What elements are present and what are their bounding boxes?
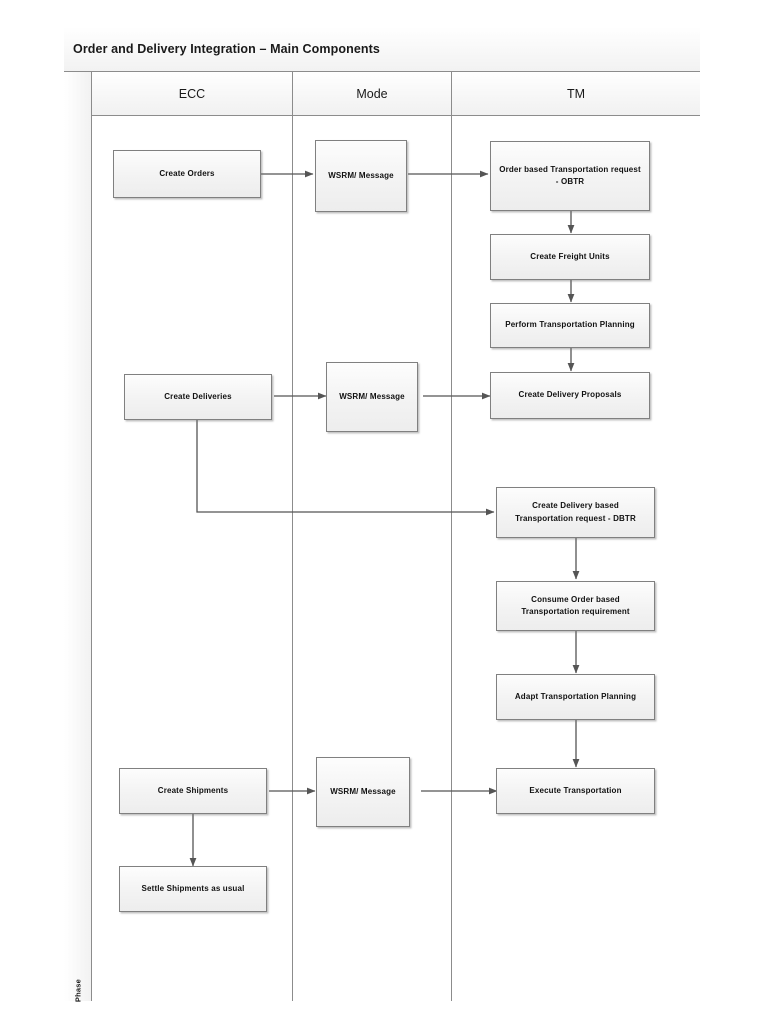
node-create-orders[interactable]: Create Orders — [113, 150, 261, 198]
node-create-orders-label: Create Orders — [159, 168, 215, 178]
phase-band: Phase — [64, 72, 92, 1002]
node-adapt-transportation-planning-label: Adapt Transportation Planning — [514, 691, 637, 701]
node-create-delivery-proposals-label: Create Delivery Proposals — [518, 390, 622, 400]
node-execute-transportation-label: Execute Transportation — [529, 785, 622, 795]
node-settle-shipments-label: Settle Shipments as usual — [141, 883, 245, 893]
node-create-shipments-label: Create Shipments — [157, 785, 229, 795]
node-adapt-transportation-planning[interactable]: Adapt Transportation Planning — [496, 674, 655, 720]
diagram-title-text: Order and Delivery Integration – Main Co… — [73, 42, 380, 56]
lane-header-tm-label: TM — [566, 86, 586, 101]
phase-label: Phase — [73, 978, 83, 1003]
node-execute-transportation[interactable]: Execute Transportation — [496, 768, 655, 814]
node-wsrm-message-mid-label: WSRM/ Message — [339, 391, 405, 401]
node-create-freight-units[interactable]: Create Freight Units — [490, 234, 650, 280]
node-create-delivery-proposals[interactable]: Create Delivery Proposals — [490, 372, 650, 419]
node-create-freight-units-label: Create Freight Units — [530, 251, 610, 261]
node-consume-order-based-label: Consume Order based Transportation requi… — [521, 594, 630, 616]
node-create-deliveries-label: Create Deliveries — [164, 391, 232, 401]
lane-header-mode-label: Mode — [356, 86, 388, 101]
node-settle-shipments[interactable]: Settle Shipments as usual — [119, 866, 267, 912]
diagram-title: Order and Delivery Integration – Main Co… — [64, 27, 700, 72]
lane-header-mode: Mode — [293, 72, 452, 116]
lane-header-tm: TM — [452, 72, 700, 116]
node-create-shipments[interactable]: Create Shipments — [119, 768, 267, 814]
node-consume-order-based[interactable]: Consume Order based Transportation requi… — [496, 581, 655, 631]
node-dbtr-label: Create Delivery based Transportation req… — [515, 501, 636, 523]
node-obtr-label: Order based Transportation request - OBT… — [499, 164, 641, 186]
node-wsrm-message-top[interactable]: WSRM/ Message — [315, 140, 407, 212]
lane-header-ecc: ECC — [92, 72, 293, 116]
node-wsrm-message-top-label: WSRM/ Message — [328, 170, 394, 180]
node-perform-transportation-planning[interactable]: Perform Transportation Planning — [490, 303, 650, 348]
lane-body-mode — [293, 116, 452, 1001]
node-dbtr[interactable]: Create Delivery based Transportation req… — [496, 487, 655, 538]
node-create-deliveries[interactable]: Create Deliveries — [124, 374, 272, 420]
node-wsrm-message-bottom[interactable]: WSRM/ Message — [316, 757, 410, 827]
node-wsrm-message-bottom-label: WSRM/ Message — [330, 786, 396, 796]
node-perform-transportation-planning-label: Perform Transportation Planning — [505, 320, 635, 330]
node-wsrm-message-mid[interactable]: WSRM/ Message — [326, 362, 418, 432]
lane-header-ecc-label: ECC — [178, 86, 206, 101]
node-obtr[interactable]: Order based Transportation request - OBT… — [490, 141, 650, 211]
